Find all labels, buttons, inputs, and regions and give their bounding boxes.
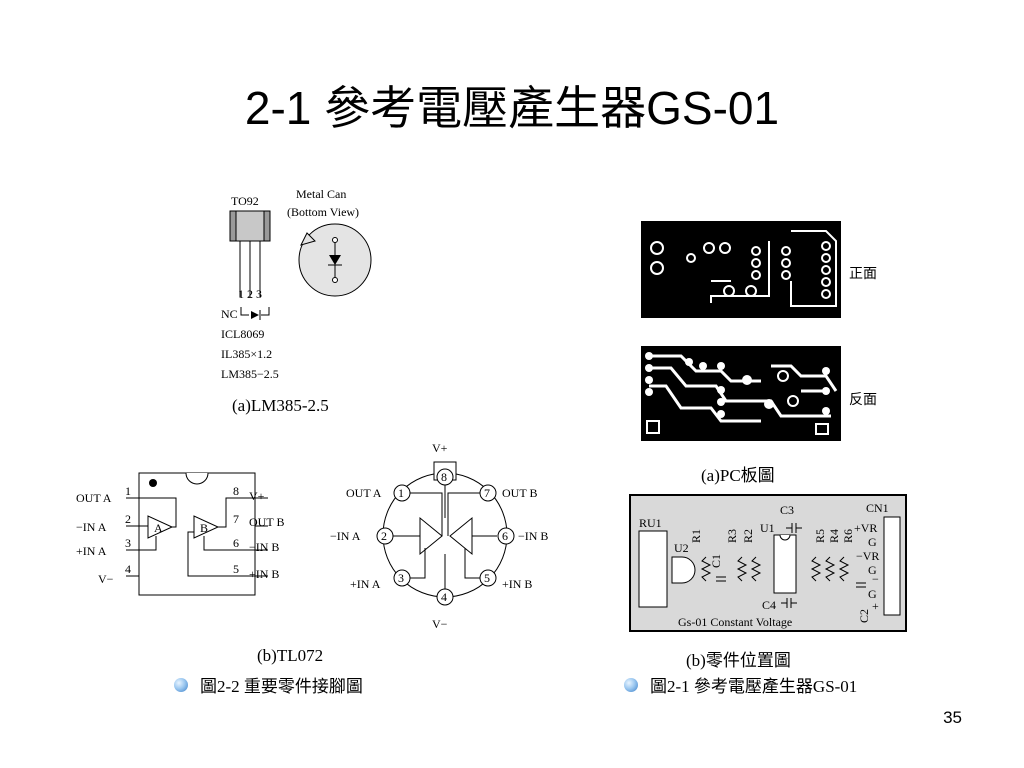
can-pin-5: 5 xyxy=(484,571,490,585)
can-label-inv-b: −IN B xyxy=(518,529,548,543)
label-r4: R4 xyxy=(827,529,841,543)
bottom-view-label: (Bottom View) xyxy=(287,205,359,219)
label-g2: G xyxy=(868,563,877,577)
label-u2: U2 xyxy=(674,541,689,555)
dip-num-6: 6 xyxy=(233,536,239,550)
label-c2: C2 xyxy=(857,609,871,623)
dip-label-inv-b: −IN B xyxy=(249,540,279,554)
can-pin-6: 6 xyxy=(502,529,508,543)
dip-label-noninv-a: +IN A xyxy=(76,544,107,558)
page-number: 35 xyxy=(943,708,962,727)
label-r3: R3 xyxy=(725,529,739,543)
slide-title: 2-1 參考電壓產生器GS-01 xyxy=(244,82,780,134)
bullet-icon xyxy=(174,677,188,692)
label-g3: G xyxy=(868,587,877,601)
dip-num-8: 8 xyxy=(233,484,239,498)
can-pin-3: 3 xyxy=(398,571,404,585)
dip-num-3: 3 xyxy=(125,536,131,550)
pcb-back-label: 反面 xyxy=(849,393,877,408)
label-plus: + xyxy=(872,599,879,613)
dip-num-4: 4 xyxy=(125,562,131,576)
pcb-caption: (a)PC板圖 xyxy=(701,466,775,485)
dip-num-7: 7 xyxy=(233,512,239,526)
can-label-out-a: OUT A xyxy=(346,486,382,500)
amp-b-label: B xyxy=(200,521,208,535)
dip-label-vminus: V− xyxy=(98,572,114,586)
lm385-package-diagram: TO92 Metal Can (Bottom View) 1 2 3 NC IC… xyxy=(221,187,372,381)
component-layout-diagram: RU1 U2 R1 C1 R3 R2 U1 C3 R5 R4 R6 CN1 +V… xyxy=(629,494,907,632)
lm385-caption: (a)LM385-2.5 xyxy=(232,396,329,415)
can-label-noninv-a: +IN A xyxy=(350,577,381,591)
can-pin-2: 2 xyxy=(381,529,387,543)
dip-num-5: 5 xyxy=(233,562,239,576)
dip-label-vplus: V+ xyxy=(249,489,265,503)
bullet-figure-2-2: 圖2-2 重要零件接腳圖 xyxy=(174,672,363,697)
can-label-out-b: OUT B xyxy=(502,486,537,500)
can-pin-7: 7 xyxy=(484,486,490,500)
pin-numbers: 1 2 3 xyxy=(238,287,262,301)
can-pin-4: 4 xyxy=(441,590,447,604)
dip-label-out-b: OUT B xyxy=(249,515,284,529)
label-r1: R1 xyxy=(689,529,703,543)
label-r6: R6 xyxy=(841,529,855,543)
amp-a-label: A xyxy=(154,521,163,535)
board-name: Gs-01 Constant Voltage xyxy=(678,615,792,629)
dip-label-inv-a: −IN A xyxy=(76,520,107,534)
can-bottom-label: V− xyxy=(432,617,448,631)
can-label-inv-a: −IN A xyxy=(330,529,361,543)
can-label-noninv-b: +IN B xyxy=(502,577,532,591)
dip-label-out-a: OUT A xyxy=(76,491,112,505)
dip-num-2: 2 xyxy=(125,512,131,526)
metal-can-label: Metal Can xyxy=(296,187,346,201)
label-minus: − xyxy=(872,572,879,586)
part-icl8069: ICL8069 xyxy=(221,327,264,341)
dip-label-noninv-b: +IN B xyxy=(249,567,279,581)
tl072-can-diagram: V+ V− 8 1 7 2 6 3 5 4 OUT A −IN A +IN A … xyxy=(330,441,548,631)
label-r5: R5 xyxy=(813,529,827,543)
to92-label: TO92 xyxy=(231,194,259,208)
bullet-text-right: 圖2-1 參考電壓產生器GS-01 xyxy=(650,677,858,696)
bullet-figure-2-1: 圖2-1 參考電壓產生器GS-01 xyxy=(624,672,857,697)
dip-num-1: 1 xyxy=(125,484,131,498)
pcb-front-drawing xyxy=(641,221,841,318)
part-il385: IL385×1.2 xyxy=(221,347,272,361)
tl072-caption: (b)TL072 xyxy=(257,646,324,665)
label-minus-vr: −VR xyxy=(856,549,879,563)
pcb-back-drawing xyxy=(641,346,841,441)
can-pin-8: 8 xyxy=(441,470,447,484)
nc-label: NC xyxy=(221,307,238,321)
label-r2: R2 xyxy=(741,529,755,543)
can-top-label: V+ xyxy=(432,441,448,455)
label-cn1: CN1 xyxy=(866,501,889,515)
label-c4: C4 xyxy=(762,598,776,612)
label-c3: C3 xyxy=(780,503,794,517)
part-lm385: LM385−2.5 xyxy=(221,367,279,381)
can-pin-1: 1 xyxy=(398,486,404,500)
tl072-dip-diagram: OUT A 1 −IN A 2 +IN A 3 V− 4 8 V+ 7 OUT … xyxy=(76,472,284,596)
label-plus-vr: +VR xyxy=(854,521,877,535)
bullet-text-left: 圖2-2 重要零件接腳圖 xyxy=(200,677,363,696)
label-u1: U1 xyxy=(760,521,775,535)
bullet-icon xyxy=(624,677,638,692)
label-g1: G xyxy=(868,535,877,549)
label-ru1: RU1 xyxy=(639,516,662,530)
pcb-front-label: 正面 xyxy=(849,267,877,282)
layout-caption: (b)零件位置圖 xyxy=(686,651,791,670)
label-c1: C1 xyxy=(709,554,723,568)
